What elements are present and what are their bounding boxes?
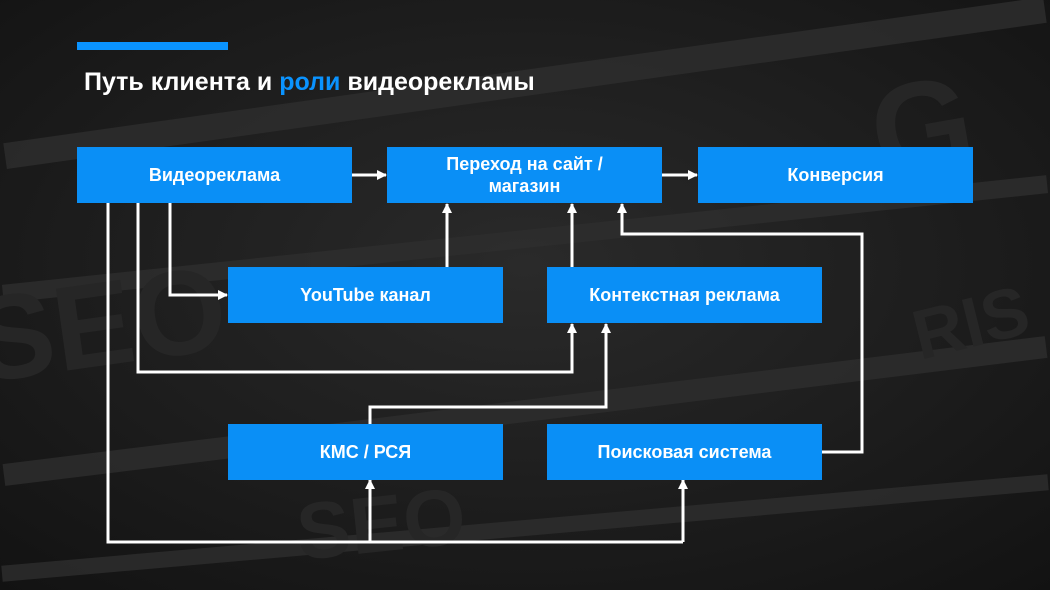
node-kms-rsya-label: КМС / РСЯ	[319, 442, 412, 462]
node-search-system: Поисковая система	[547, 424, 822, 480]
node-conversion: Конверсия	[698, 147, 973, 203]
arrow-video-to-kms-search	[106, 203, 683, 544]
arrow-video-to-youtube	[168, 203, 228, 300]
svg-text:SEO: SEO	[292, 471, 469, 577]
node-context-ads-label: Контекстная реклама	[589, 285, 780, 305]
title-text-1: Путь клиента и	[84, 68, 280, 96]
arrow-video-to-context	[136, 203, 577, 374]
node-conversion-label: Конверсия	[787, 165, 884, 185]
title-accent-bar	[77, 42, 228, 50]
arrow-kms-to-context	[368, 323, 611, 424]
node-youtube-channel-label: YouTube канал	[300, 285, 431, 305]
node-site-transition: Переход на сайт / магазин	[387, 147, 662, 203]
node-kms-rsya: КМС / РСЯ	[228, 424, 503, 480]
node-youtube-channel: YouTube канал	[228, 267, 503, 323]
node-context-ads: Контекстная реклама	[547, 267, 822, 323]
title-highlight: роли	[279, 68, 341, 96]
node-video-ads: Видеореклама	[77, 147, 352, 203]
slide-title: Путь клиента и роли видеорекламы	[84, 64, 535, 100]
node-video-ads-label: Видеореклама	[148, 165, 281, 185]
title-text-2: видеорекламы	[340, 68, 535, 96]
node-search-system-label: Поисковая система	[597, 442, 772, 462]
arrow-search-to-site	[617, 203, 864, 454]
node-site-transition-label: Переход на сайт / магазин	[446, 154, 603, 196]
